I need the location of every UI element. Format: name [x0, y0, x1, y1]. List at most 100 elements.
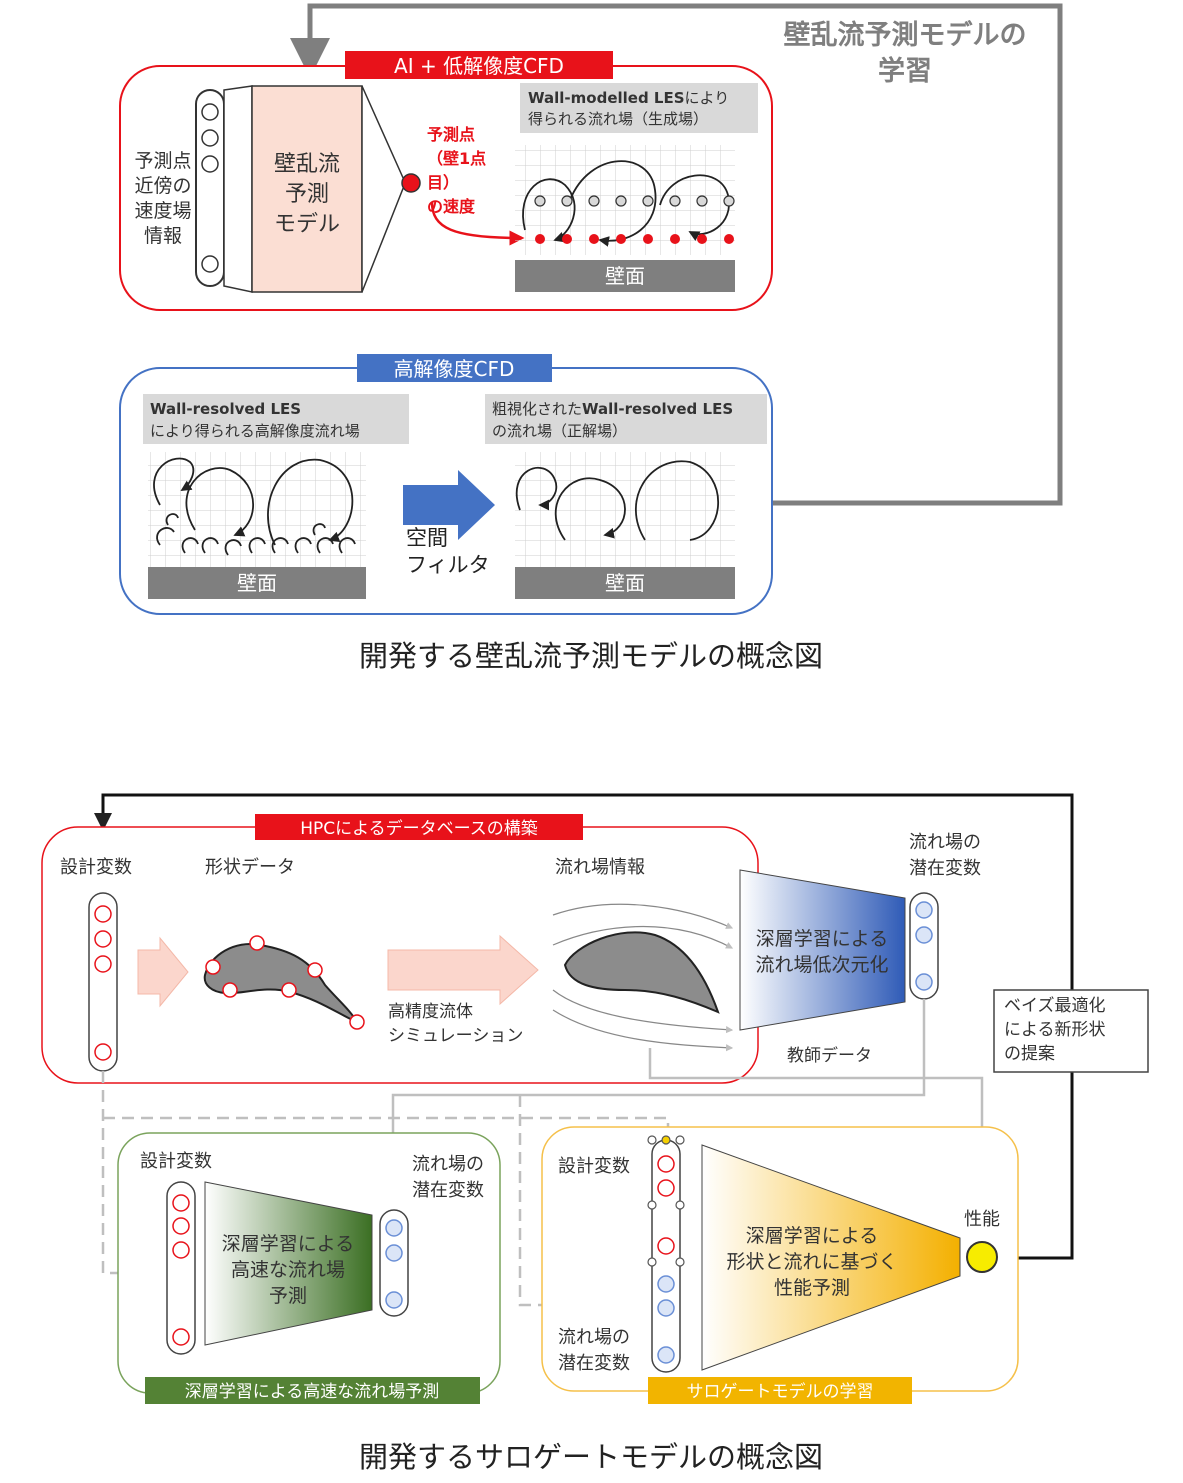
ai-cfd-title: AI + 低解像度CFD	[394, 54, 564, 78]
control-point	[249, 935, 265, 951]
vortex-line	[569, 160, 657, 247]
small-vortex	[181, 537, 199, 554]
wrles-grid	[148, 452, 366, 567]
design-var-node	[657, 1237, 675, 1255]
yellow-latent-line2: 潜在変数	[558, 1353, 630, 1374]
flow-airfoil	[563, 931, 720, 1014]
handle-node	[675, 1135, 685, 1145]
yellow-title: サロゲートモデルの学習	[687, 1381, 874, 1402]
yellow-latent-line1: 流れ場の	[558, 1327, 630, 1348]
handle-node	[647, 1200, 657, 1210]
yellow-model-line2: 形状と流れに基づく	[726, 1251, 897, 1273]
filter-label-line1: 空間	[406, 526, 448, 550]
coarse-title-box	[485, 394, 767, 444]
sim-label-line1: 高精度流体	[388, 1002, 473, 1022]
model-label-line3: モデル	[274, 212, 340, 237]
wmles-title-line1: Wall-modelled LESにより	[528, 89, 729, 107]
vortex-line	[153, 457, 195, 506]
latent-node	[385, 1291, 403, 1309]
green-latent-line2: 潜在変数	[412, 1180, 484, 1201]
top-caption: 開発する壁乱流予測モデルの概念図	[359, 639, 823, 673]
model-input-funnel	[223, 85, 253, 293]
wall-block-left	[148, 567, 366, 599]
coarse-title-line1: 粗視化されたWall-resolved LES	[492, 400, 733, 418]
control-point	[349, 1014, 365, 1030]
hpc-title: HPCによるデータベースの構築	[300, 818, 538, 839]
predicted-points	[535, 234, 734, 244]
filter-label-line2: フィルタ	[406, 553, 490, 577]
coarse-title-line2: の流れ場（正解場）	[492, 422, 627, 440]
yellow-model-line1: 深層学習による	[746, 1225, 878, 1247]
design-var-node	[172, 1241, 190, 1259]
streamline	[552, 903, 734, 929]
bayes-box	[993, 989, 1149, 1073]
vortex-line	[659, 174, 730, 241]
vortex-line	[185, 467, 254, 537]
performance-label: 性能	[964, 1209, 1000, 1230]
green-model-line2: 高速な流れ場	[231, 1259, 345, 1281]
dim-reduction-encoder	[739, 869, 906, 1031]
latent-label-line1: 流れ場の	[909, 832, 981, 853]
input-neuron	[201, 103, 219, 121]
handle-node	[675, 1257, 685, 1267]
small-vortex	[271, 537, 289, 554]
performance-predictor	[701, 1144, 961, 1371]
teacher-data-label: 教師データ	[787, 1045, 872, 1066]
wall-block	[515, 260, 735, 292]
vortex-line	[554, 477, 626, 541]
green-latent-line1: 流れ場の	[412, 1154, 484, 1175]
highres-cfd-title: 高解像度CFD	[394, 357, 515, 381]
output-label-line3: 目）	[427, 173, 459, 192]
wall-label: 壁面	[605, 264, 645, 288]
green-model-line3: 予測	[269, 1285, 307, 1307]
latent-label-line2: 潜在変数	[909, 858, 981, 879]
prediction-arrow	[430, 201, 525, 246]
control-point	[281, 982, 297, 998]
wrles-title-box	[143, 394, 409, 444]
yellow-design-vars: 設計変数	[558, 1156, 630, 1177]
loop-label-line2: 学習	[878, 55, 932, 87]
sim-label-line2: シミュレーション	[388, 1026, 523, 1046]
bottom-caption: 開発するサロゲートモデルの概念図	[359, 1440, 823, 1474]
shape-arrow	[137, 936, 189, 1008]
control-point	[307, 962, 323, 978]
design-var-node	[94, 1043, 112, 1061]
loop-label-line1: 壁乱流予測モデルの	[784, 19, 1027, 51]
handle-node-active	[661, 1135, 671, 1145]
design-var-node	[172, 1217, 190, 1235]
wmles-title-line2: 得られる流れ場（生成場）	[528, 110, 708, 128]
latent-node	[657, 1346, 675, 1364]
handle-node	[647, 1135, 657, 1145]
flow-info-label: 流れ場情報	[555, 857, 645, 878]
learning-loop-arrow	[290, 3, 1063, 506]
vortex-line	[515, 466, 558, 511]
model-label-line1: 壁乱流	[274, 152, 340, 177]
wmles-title-box	[520, 83, 758, 133]
input-label-line3: 速度場	[134, 200, 191, 222]
green-design-vars: 設計変数	[140, 1151, 212, 1172]
latent-node	[657, 1299, 675, 1317]
vortex-line	[634, 460, 720, 541]
control-point	[205, 959, 221, 975]
input-neuron	[201, 129, 219, 147]
streamline	[552, 926, 734, 949]
latent-node	[915, 926, 933, 944]
control-point	[222, 982, 238, 998]
small-vortex	[248, 537, 266, 554]
bayes-feedback-arrow	[94, 793, 1074, 1260]
encoder-label-line2: 流れ場低次元化	[755, 954, 888, 976]
output-label-line2: （壁1点	[427, 149, 486, 168]
spatial-filter-arrow	[403, 470, 495, 540]
streamline	[552, 989, 734, 1034]
hpc-title-box	[255, 814, 583, 840]
shape-data-label: 形状データ	[205, 857, 295, 878]
wrles-title-line2: により得られる高解像度流れ場	[150, 422, 360, 440]
wall-label-left: 壁面	[237, 571, 277, 595]
wall-turbulence-model-box	[251, 85, 363, 293]
streamline	[552, 1009, 734, 1052]
latent-node	[657, 1275, 675, 1293]
latent-node	[385, 1219, 403, 1237]
vortex-line	[267, 458, 354, 546]
bayes-label-line2: による新形状	[1004, 1020, 1106, 1040]
